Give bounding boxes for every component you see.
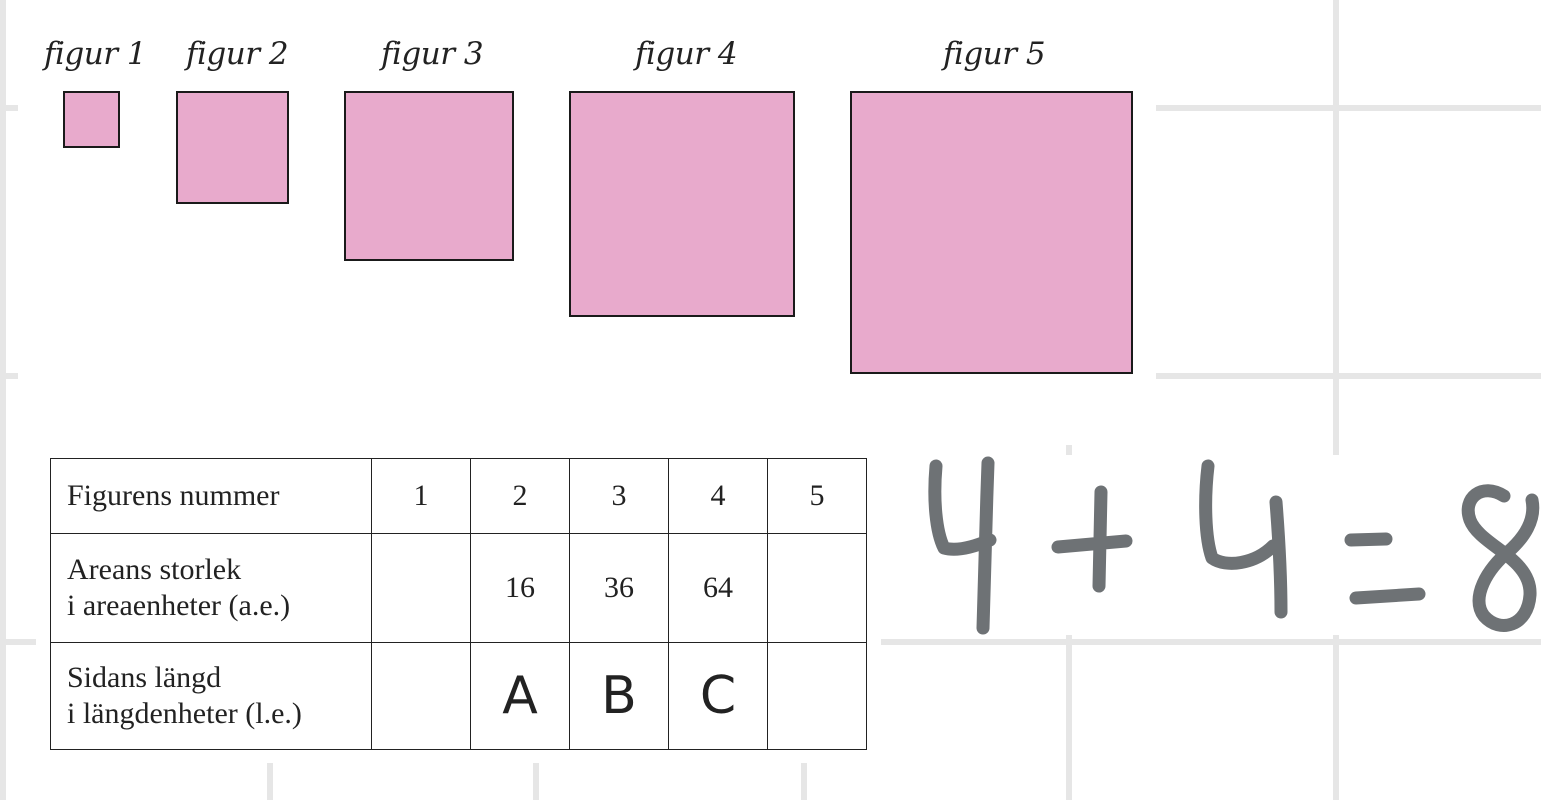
row-header-line: Sidans längd bbox=[67, 661, 222, 694]
figure-number-cell: 2 bbox=[470, 458, 570, 534]
table-row: Sidans längd i längdenheter (l.e.) A B C bbox=[50, 642, 867, 750]
figure-4-square bbox=[569, 91, 795, 317]
figure-label: figur 2 bbox=[186, 36, 289, 72]
figure-number-cell: 3 bbox=[569, 458, 669, 534]
row-header-line: Areans storlek bbox=[67, 553, 242, 586]
area-cell bbox=[371, 533, 471, 643]
side-length-cell: A bbox=[470, 642, 570, 750]
figure-5-square bbox=[850, 91, 1133, 374]
side-length-cell bbox=[767, 642, 867, 750]
table-row: Areans storlek i areaenheter (a.e.) 16 3… bbox=[50, 533, 867, 643]
side-length-cell: C bbox=[668, 642, 768, 750]
figure-label: figur 5 bbox=[943, 36, 1046, 72]
area-cell: 36 bbox=[569, 533, 669, 643]
figure-number-cell: 1 bbox=[371, 458, 471, 534]
handwritten-digit-4 bbox=[1199, 459, 1288, 619]
handwritten-plus bbox=[1051, 485, 1133, 593]
figure-1-square bbox=[63, 91, 120, 148]
row-header-side-length: Sidans längd i längdenheter (l.e.) bbox=[50, 642, 372, 750]
area-table: Figurens nummer 1 2 3 4 5 Areans storlek… bbox=[50, 458, 867, 750]
handwritten-digit-8 bbox=[1461, 484, 1540, 632]
row-header-line: i längdenheter (l.e.) bbox=[67, 697, 302, 730]
figure-label: figur 3 bbox=[381, 36, 484, 72]
figure-label: figur 4 bbox=[635, 36, 738, 72]
handwritten-equals bbox=[1344, 532, 1426, 605]
figure-2-square bbox=[176, 91, 289, 204]
handwritten-digit-4 bbox=[928, 456, 997, 635]
side-length-cell bbox=[371, 642, 471, 750]
row-header-figure-number: Figurens nummer bbox=[50, 458, 372, 534]
figure-number-cell: 5 bbox=[767, 458, 867, 534]
figure-3-square bbox=[344, 91, 514, 261]
row-header-area: Areans storlek i areaenheter (a.e.) bbox=[50, 533, 372, 643]
table-row: Figurens nummer 1 2 3 4 5 bbox=[50, 458, 867, 534]
side-length-cell: B bbox=[569, 642, 669, 750]
row-header-line: Figurens nummer bbox=[67, 479, 280, 512]
row-header-line: i areaenheter (a.e.) bbox=[67, 589, 291, 622]
area-cell: 64 bbox=[668, 533, 768, 643]
figure-label: figur 1 bbox=[44, 36, 147, 72]
area-cell: 16 bbox=[470, 533, 570, 643]
